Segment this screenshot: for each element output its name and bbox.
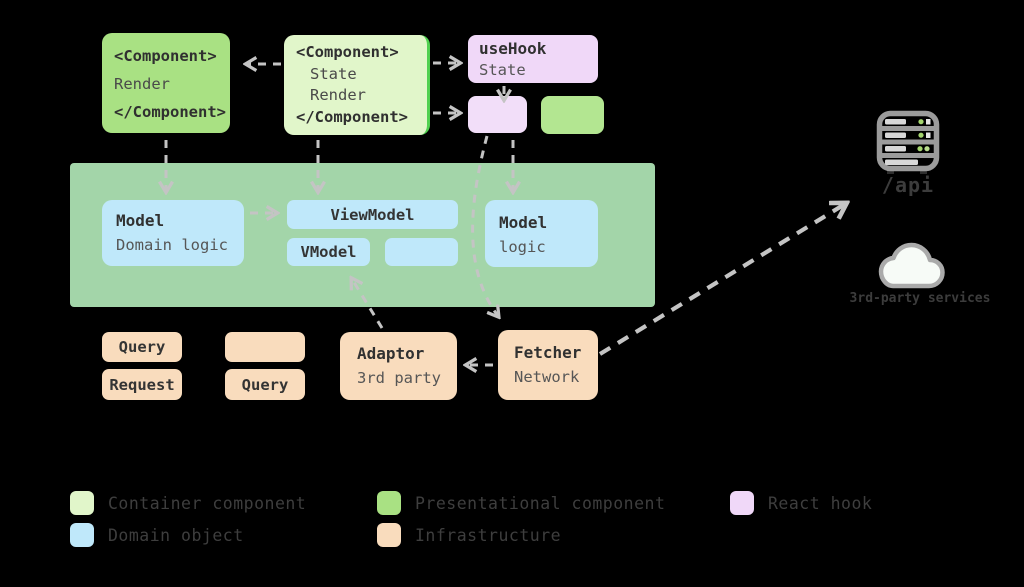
third-party-services-label: 3rd-party services [849,291,991,306]
infrastructure-swatch [377,523,401,547]
legend-label: Infrastructure [415,525,562,545]
legend-item-container-component: Container component [70,491,306,515]
adaptor-node: Adaptor 3rd party [340,332,457,400]
viewmodel-node: ViewModel [287,200,458,229]
adaptor-title: Adaptor [357,344,425,363]
viewmodel-label: ViewModel [330,205,415,224]
container-component-swatch [70,491,94,515]
render-label: Render [310,86,366,104]
component-close-tag: </Component> [114,103,226,121]
presentational-component-swatch [377,491,401,515]
component-close-tag: </Component> [296,107,408,126]
query-label: Query [241,375,289,394]
model-title: Model [116,211,165,230]
component-open-tag: <Component> [114,47,217,65]
third-party-sub-label: 3rd party [357,369,441,387]
hook-instance-node [468,96,527,133]
model-domain-node: Model Domain logic [102,200,244,266]
query-node-top: Query [102,332,182,362]
api-label: /api [881,173,935,197]
fetcher-node: Fetcher Network [498,330,598,400]
server-icon [876,110,940,174]
legend-label: Container component [108,493,307,513]
legend-item-infrastructure: Infrastructure [377,523,561,547]
presentational-component-node: <Component> Render </Component> [102,33,230,133]
domain-object-swatch [70,523,94,547]
container-component-node: <Component> State Render </Component> [284,35,430,135]
legend-label: React hook [768,493,873,513]
vmodel-node: VModel [287,238,370,266]
query-node-bottom: Query [225,369,305,400]
component-open-tag: <Component> [296,43,399,61]
domain-logic-label: Domain logic [116,236,228,254]
usehook-title: useHook [479,39,547,58]
usehook-node: useHook State [468,35,598,83]
legend-item-domain-object: Domain object [70,523,244,547]
request-label: Request [109,375,175,394]
fetcher-title: Fetcher [514,343,582,362]
domain-object-empty-node [385,238,458,266]
model-title: Model [499,213,548,232]
presentational-instance-node [541,96,604,134]
model-logic-node: Model logic [485,200,598,267]
network-label: Network [514,368,580,386]
infrastructure-empty-node [225,332,305,362]
react-hook-swatch [730,491,754,515]
state-label: State [310,64,357,83]
query-label: Query [118,338,166,356]
vmodel-label: VModel [300,243,357,261]
legend-label: Presentational component [415,493,666,513]
legend-item-presentational-component: Presentational component [377,491,665,515]
render-label: Render [114,75,170,93]
logic-label: logic [499,238,546,256]
request-node: Request [102,369,182,400]
usehook-state-label: State [479,60,526,79]
legend-item-react-hook: React hook [730,491,872,515]
cloud-icon [878,242,945,289]
legend-label: Domain object [108,525,244,545]
